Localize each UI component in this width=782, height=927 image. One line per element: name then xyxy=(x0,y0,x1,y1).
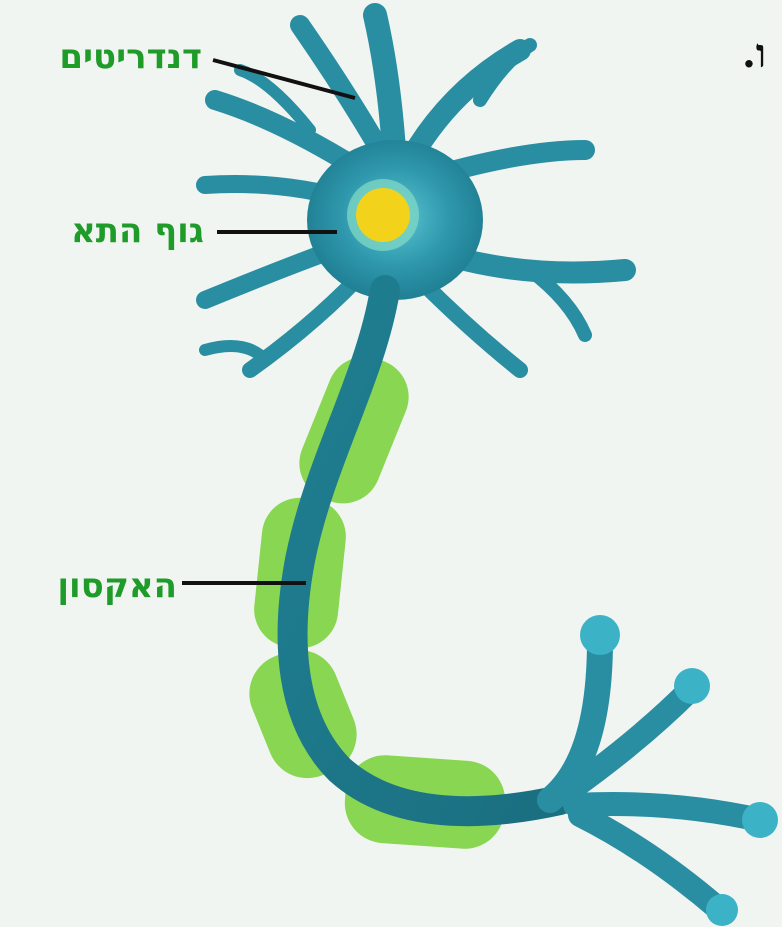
truncated-edge-text: ו. xyxy=(742,30,782,77)
label-cell-body: גוף התא xyxy=(71,214,204,248)
label-axon: האקסון xyxy=(57,569,177,603)
axon-terminals xyxy=(550,640,760,910)
label-dendrites: דנדריטים xyxy=(59,40,202,74)
nucleus-core xyxy=(356,188,410,242)
